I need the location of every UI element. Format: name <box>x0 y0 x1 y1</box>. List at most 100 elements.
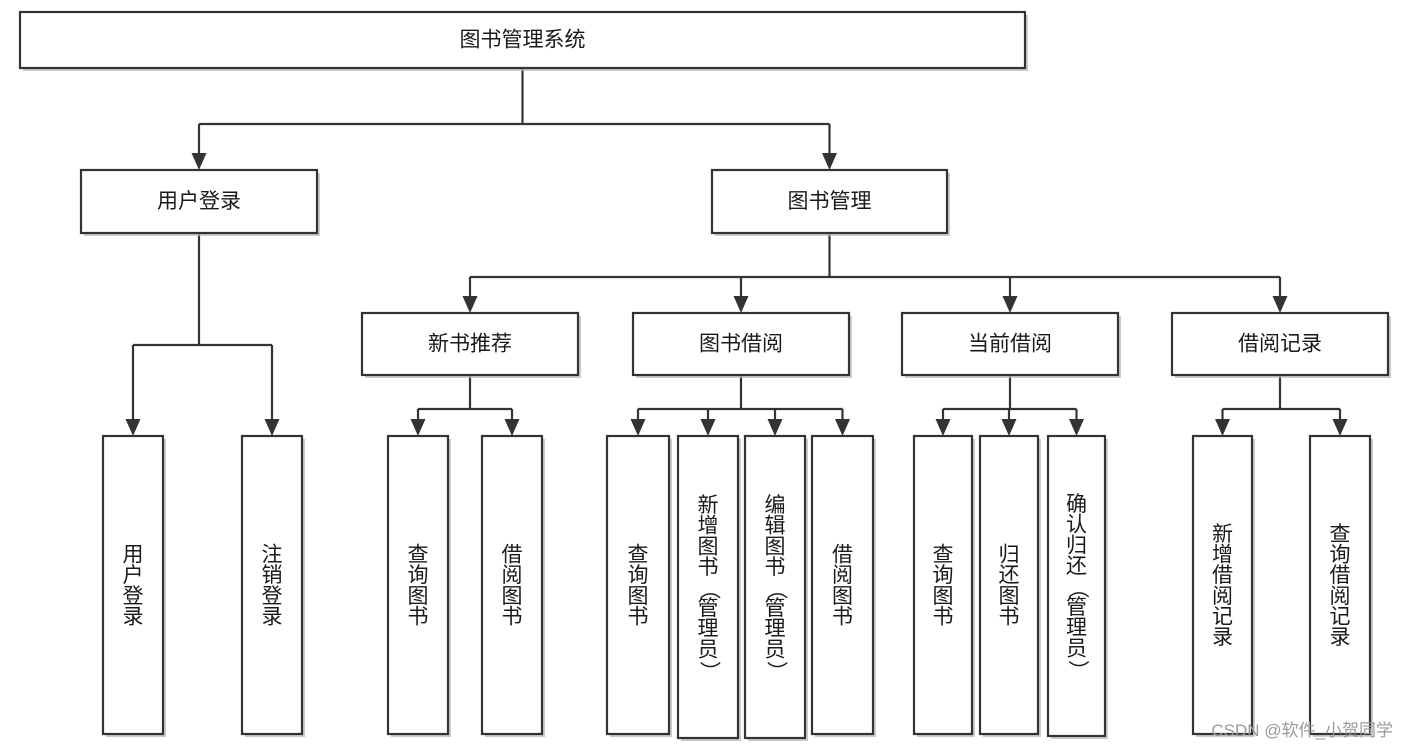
node-label-char: 记 <box>1330 605 1351 628</box>
node-label-char: 增 <box>1212 544 1233 567</box>
node-user_login[interactable]: 用户登录 <box>79 168 320 236</box>
node-label-char: 书 <box>628 605 649 628</box>
node-label-char: 书 <box>999 605 1020 628</box>
edge-arrowhead <box>935 419 951 436</box>
node-box[interactable] <box>1191 434 1254 736</box>
node-label-char: 增 <box>698 515 719 538</box>
node-label-char: 查 <box>933 544 954 567</box>
node-label-char: 查 <box>1330 523 1351 546</box>
edge-arrowhead <box>191 153 207 170</box>
node-label-char: 阅 <box>1330 585 1351 608</box>
node-label-char: 录 <box>1212 626 1233 649</box>
node-label-char: ） <box>697 661 720 682</box>
edge-arrowhead <box>410 419 426 436</box>
node-label-char: 还 <box>1066 555 1087 578</box>
node-box[interactable] <box>900 311 1120 377</box>
node-label-char: 查 <box>628 544 649 567</box>
node-label: 当前借阅 <box>968 333 1052 356</box>
node-box[interactable] <box>480 434 544 736</box>
node-label-char: 借 <box>502 544 523 567</box>
node-label-char: 销 <box>262 564 283 587</box>
edge-arrowhead <box>1272 296 1288 313</box>
edge-arrowhead <box>1332 419 1348 436</box>
edge-layer <box>125 68 1348 436</box>
node-borrow_record[interactable]: 借阅记录 <box>1170 311 1391 378</box>
node-label-char: 新 <box>698 494 719 517</box>
edge-arrowhead <box>767 419 783 436</box>
node-book_manage[interactable]: 图书管理 <box>710 168 950 236</box>
node-box[interactable] <box>240 434 304 736</box>
node-label-char: 记 <box>1212 605 1233 628</box>
node-layer: 图书管理系统用户登录图书管理新书推荐图书借阅当前借阅借阅记录用户登录注销登录查询… <box>18 10 1391 741</box>
node-label-char: 询 <box>1330 544 1351 567</box>
node-current_borrow[interactable]: 当前借阅 <box>900 311 1121 378</box>
node-label: 用户登录 <box>157 190 241 213</box>
node-label-char: 书 <box>933 605 954 628</box>
node-label-char: 图 <box>933 585 954 608</box>
node-label-char: 图 <box>628 585 649 608</box>
edge-arrowhead <box>630 419 646 436</box>
node-label-char: 新 <box>1212 523 1233 546</box>
node-box[interactable] <box>101 434 165 736</box>
node-label-char: 认 <box>1066 514 1087 537</box>
node-label: 新书推荐 <box>428 333 512 356</box>
node-label-char: 理 <box>765 618 786 641</box>
edge-arrowhead <box>822 153 837 170</box>
node-box[interactable] <box>810 434 875 736</box>
node-box[interactable] <box>978 434 1040 736</box>
edge-arrowhead <box>462 296 478 313</box>
node-label-char: 录 <box>262 605 283 628</box>
node-label-char: 辑 <box>765 515 786 538</box>
node-label-char: 书 <box>502 605 523 628</box>
edge-arrowhead <box>700 419 716 436</box>
node-label: 借阅记录 <box>1238 333 1322 356</box>
node-box[interactable] <box>743 434 807 740</box>
node-box[interactable] <box>386 434 450 736</box>
node-label-char: 用 <box>123 544 144 567</box>
node-box[interactable] <box>1046 434 1107 738</box>
node-new_book_rec[interactable]: 新书推荐 <box>360 311 581 378</box>
node-book_borrow[interactable]: 图书借阅 <box>631 311 852 378</box>
node-label-char: （ <box>1066 578 1089 599</box>
node-label: 图书管理系统 <box>460 29 586 52</box>
node-root[interactable]: 图书管理系统 <box>18 10 1028 71</box>
node-box[interactable] <box>79 168 319 235</box>
node-box[interactable] <box>676 434 740 740</box>
node-box[interactable] <box>631 311 851 377</box>
node-label-char: 阅 <box>832 564 853 587</box>
node-label-char: 录 <box>123 605 144 628</box>
node-box[interactable] <box>710 168 949 235</box>
node-label-char: 员 <box>765 638 786 661</box>
node-label-char: 图 <box>765 535 786 558</box>
node-label-char: 管 <box>765 597 786 620</box>
edge-arrowhead <box>835 419 850 436</box>
node-box[interactable] <box>605 434 671 736</box>
node-box[interactable] <box>360 311 580 377</box>
node-box[interactable] <box>912 434 974 736</box>
node-label: 图书管理 <box>788 190 872 213</box>
node-box[interactable] <box>18 10 1027 70</box>
node-box[interactable] <box>1308 434 1372 736</box>
edge-arrowhead <box>125 419 141 436</box>
node-label: 图书借阅 <box>699 333 783 356</box>
node-leaf_user_login[interactable]: 用户登录 <box>101 434 166 737</box>
node-label-char: 确 <box>1066 493 1087 516</box>
node-label-char: 理 <box>1066 617 1087 640</box>
node-box[interactable] <box>1170 311 1390 377</box>
node-label-char: 录 <box>1330 626 1351 649</box>
node-label-char: 图 <box>408 585 429 608</box>
edge-arrowhead <box>1069 419 1084 436</box>
